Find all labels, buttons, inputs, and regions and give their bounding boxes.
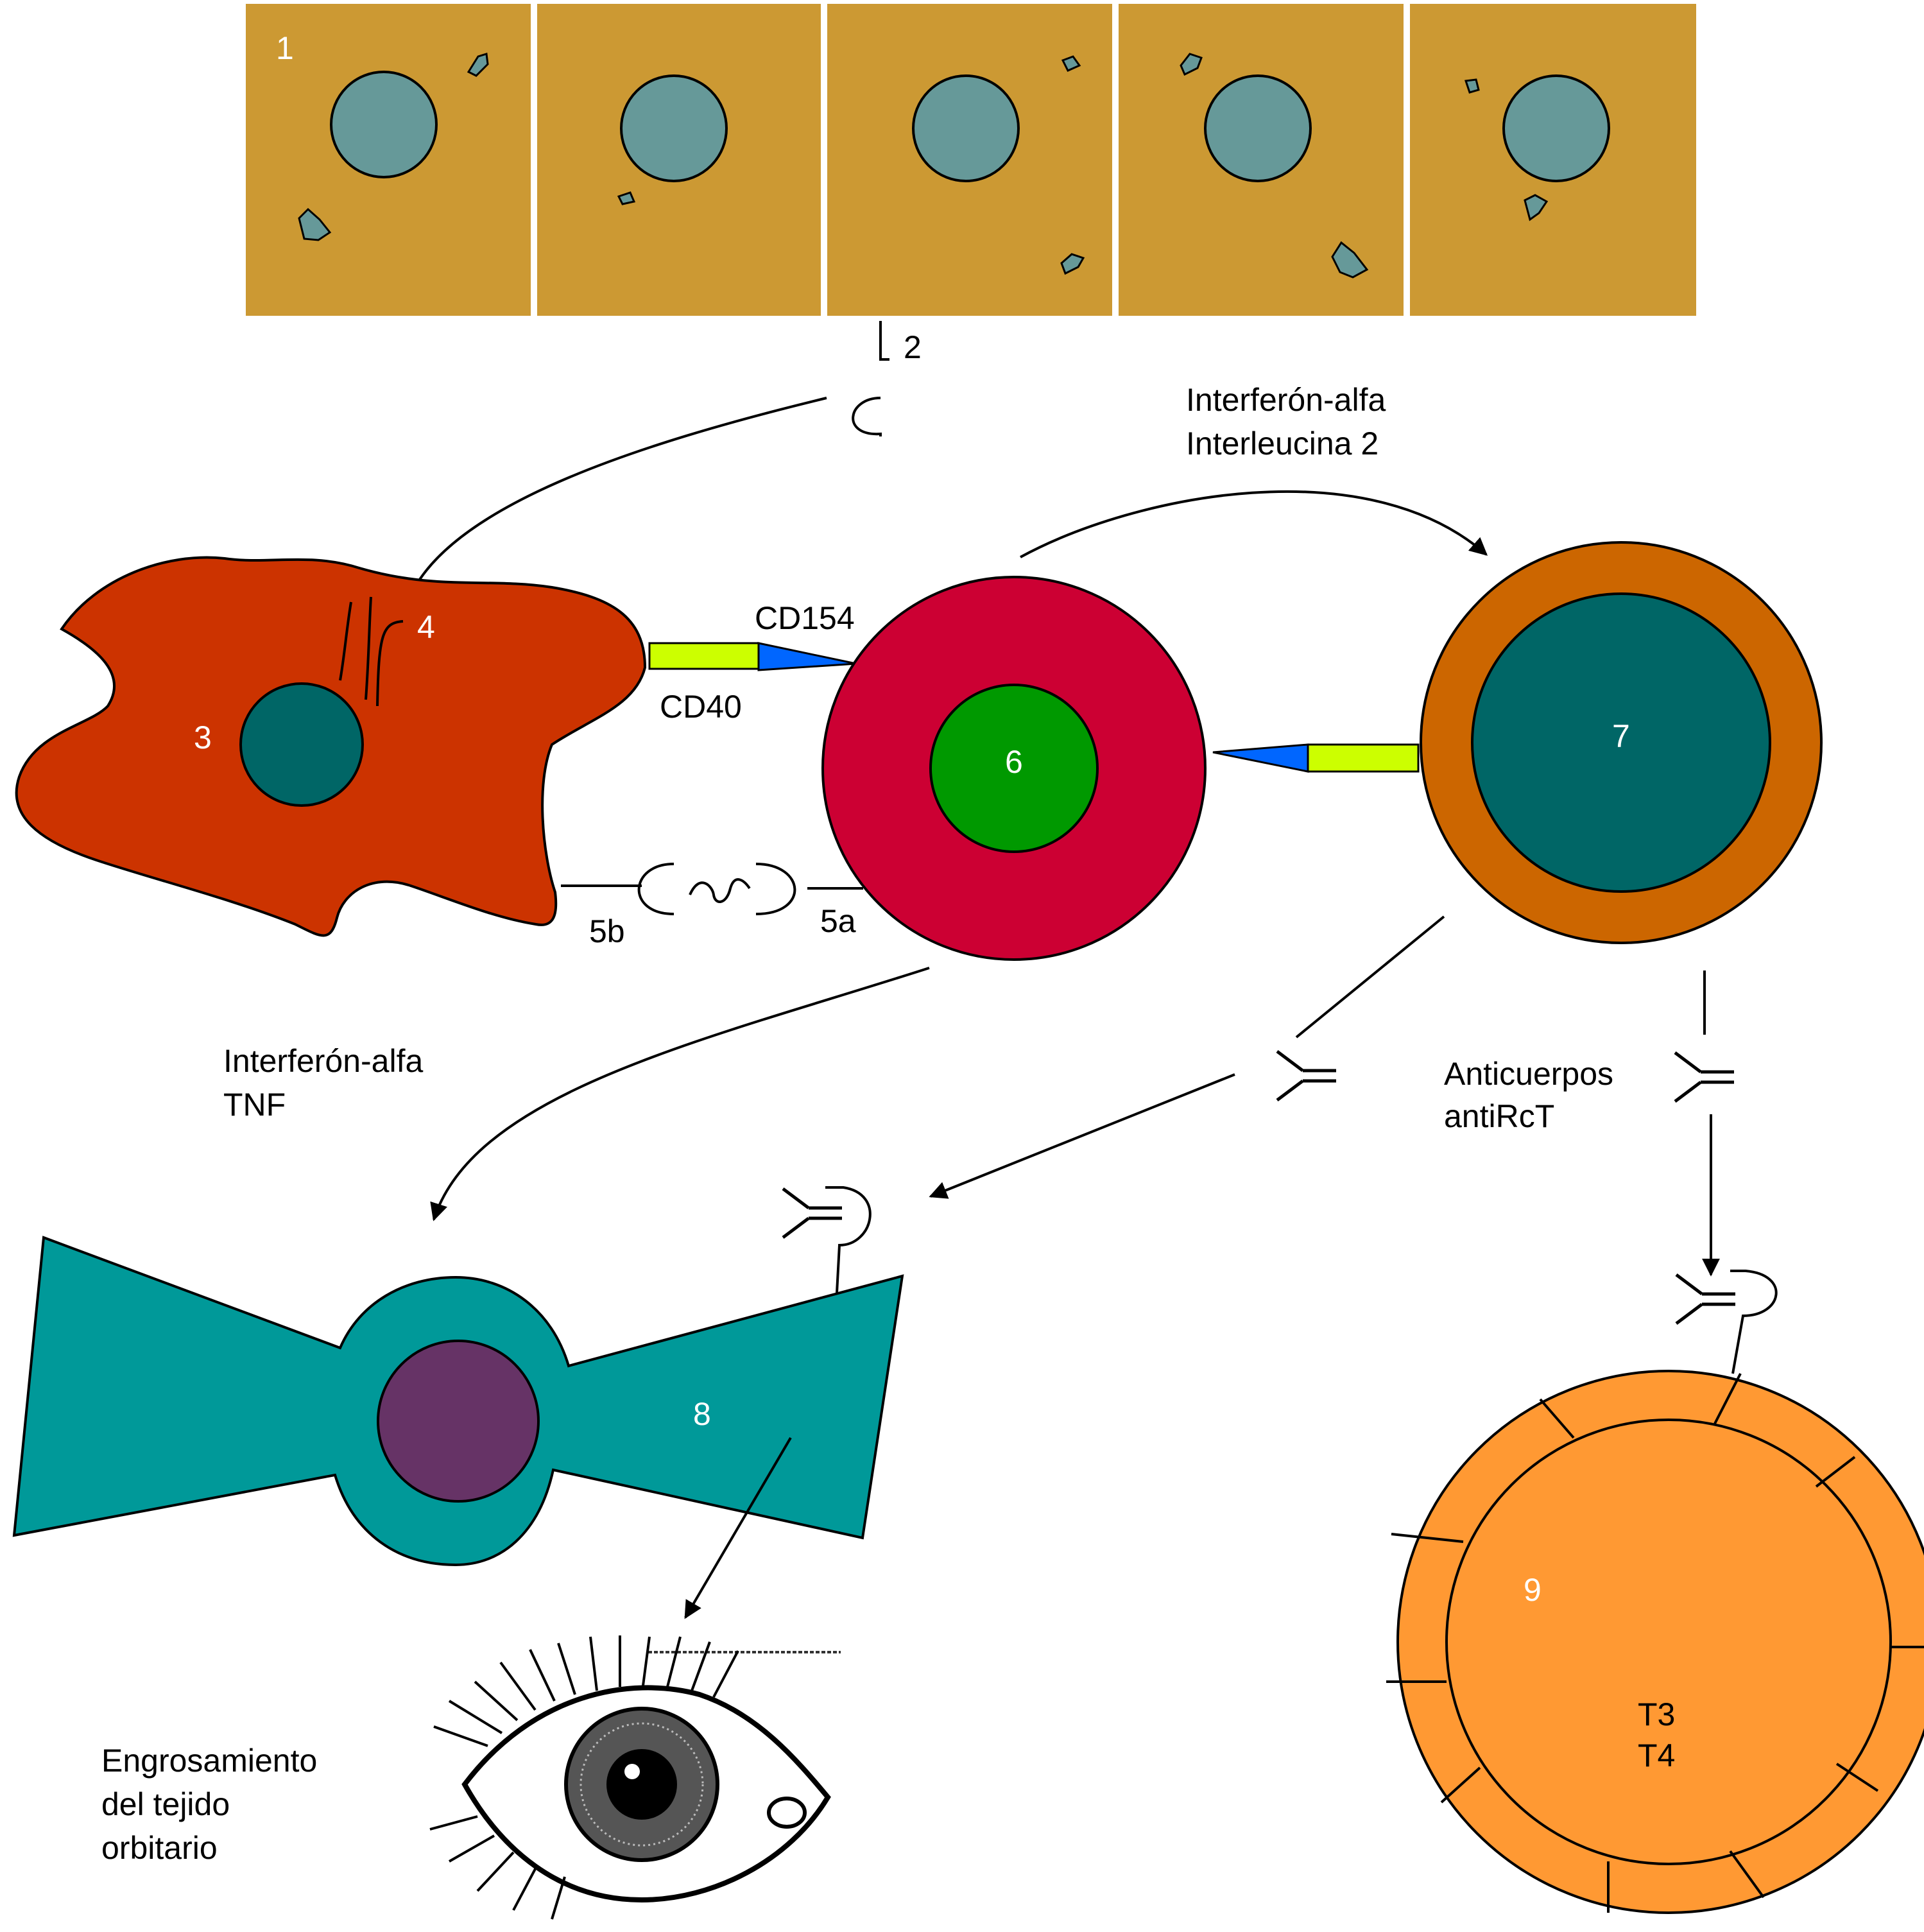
antibody-production: Anticuerpos antiRcT	[929, 915, 1734, 1277]
label-1: 1	[276, 30, 294, 66]
iris-pattern	[580, 1722, 704, 1847]
cd40-receptor	[648, 642, 760, 670]
tsh-receptor-fibroblast	[825, 1186, 872, 1293]
antibody-icon	[1277, 1051, 1336, 1100]
thyroid-cell-segments	[1386, 1373, 1924, 1913]
label-2: 2	[904, 329, 922, 365]
apc-nucleus	[239, 682, 364, 807]
label-t3: T3	[1638, 1696, 1675, 1732]
cd40-receptor-b	[1307, 743, 1420, 773]
fibroblast-nucleus	[377, 1340, 540, 1503]
epithelial-nucleus	[1204, 74, 1312, 182]
antibody-icon	[1676, 1275, 1735, 1324]
antibody-release-line	[1295, 915, 1445, 1039]
cd40-cd154-link: CD154 CD40	[648, 600, 857, 725]
epithelial-nucleus	[330, 71, 438, 178]
label-9: 9	[1524, 1572, 1542, 1608]
cytokines-to-fibroblast: Interferón-alfa TNF	[223, 967, 930, 1221]
t-cell-nucleus	[929, 684, 1099, 853]
label-interferon-alfa-left: Interferón-alfa	[223, 1043, 423, 1079]
label-antircT: antiRcT	[1444, 1098, 1554, 1134]
arrow-antibody-to-fibroblast	[929, 1073, 1235, 1199]
arrow-t-cell-to-b-cell	[1020, 490, 1488, 558]
cytokines-to-b-cell: Interferón-alfa Interleucina 2	[1020, 382, 1488, 558]
antigen	[617, 191, 636, 205]
mhc-tcr-link: 5b 5a	[561, 863, 863, 949]
antibody-icon	[1675, 1053, 1734, 1101]
label-4: 4	[417, 609, 435, 645]
antigen-presenting-cell: 3 4	[15, 556, 647, 937]
label-tnf: TNF	[223, 1087, 286, 1123]
label-engrosamiento: Engrosamiento	[101, 1743, 317, 1779]
antigen	[1180, 53, 1203, 76]
pupil	[606, 1749, 677, 1820]
b-cell-nucleus	[1471, 592, 1771, 893]
antigen-particles	[298, 53, 1549, 279]
b-cell: 7	[1212, 541, 1823, 944]
tear-duct	[767, 1797, 807, 1829]
tsh-receptor-thyroid	[1730, 1270, 1778, 1374]
label-t4: T4	[1638, 1738, 1675, 1773]
connector-line	[879, 321, 889, 361]
orbital-fibroblast: 8	[12, 1186, 904, 1619]
arrow-t-cell-to-fibroblast	[430, 967, 930, 1221]
antigen	[1331, 241, 1369, 279]
label-del-tejido: del tejido	[101, 1786, 230, 1822]
label-6: 6	[1005, 744, 1023, 780]
eye-icon: Engrosamiento del tejido orbitario	[101, 1635, 841, 1920]
arrow-fibroblast-to-eye	[684, 1436, 792, 1619]
label-7: 7	[1612, 718, 1630, 754]
eye-highlight	[624, 1764, 640, 1779]
mhc-cup-5b	[637, 863, 674, 915]
label-interleucina-2: Interleucina 2	[1186, 426, 1379, 461]
peptide	[689, 878, 751, 903]
eyelashes	[429, 1635, 739, 1920]
label-anticuerpos: Anticuerpos	[1444, 1056, 1613, 1092]
antigen	[1061, 55, 1081, 72]
cd154-ligand-b	[1212, 743, 1309, 773]
label-3: 3	[194, 720, 212, 755]
epithelial-nucleus	[620, 74, 728, 182]
antigen	[467, 53, 489, 77]
antigen	[298, 207, 332, 241]
antibody-icon	[783, 1189, 842, 1238]
label-5b: 5b	[589, 913, 625, 949]
label-8: 8	[693, 1396, 711, 1432]
antigen-release: 2	[401, 321, 922, 610]
thyroid-epithelium: 1	[246, 4, 1696, 316]
epithelial-nucleus	[1502, 74, 1610, 182]
t-helper-cell: 6	[821, 576, 1207, 961]
antigen	[1464, 78, 1480, 94]
thyroid-cell-inner	[1445, 1419, 1892, 1865]
label-interferon-alfa-top: Interferón-alfa	[1186, 382, 1386, 418]
antigen-fragment-line	[339, 601, 352, 681]
receptor-cup	[852, 397, 882, 436]
antigen-fragment-line	[376, 620, 404, 707]
antigen-fragment-line	[365, 596, 372, 700]
arrow-antigen-to-apc	[401, 397, 827, 610]
cd154-ligand	[757, 642, 857, 671]
epithelial-nucleus	[912, 74, 1020, 182]
antigen	[1060, 253, 1085, 275]
label-cd154: CD154	[755, 600, 855, 636]
label-cd40: CD40	[660, 689, 742, 725]
label-5a: 5a	[820, 903, 856, 939]
tcr-cup-5a	[755, 863, 796, 915]
label-orbitario: orbitario	[101, 1830, 218, 1866]
antigen	[1524, 194, 1549, 221]
thyroid-follicular-cell: 9 T3 T4	[1386, 1270, 1924, 1914]
